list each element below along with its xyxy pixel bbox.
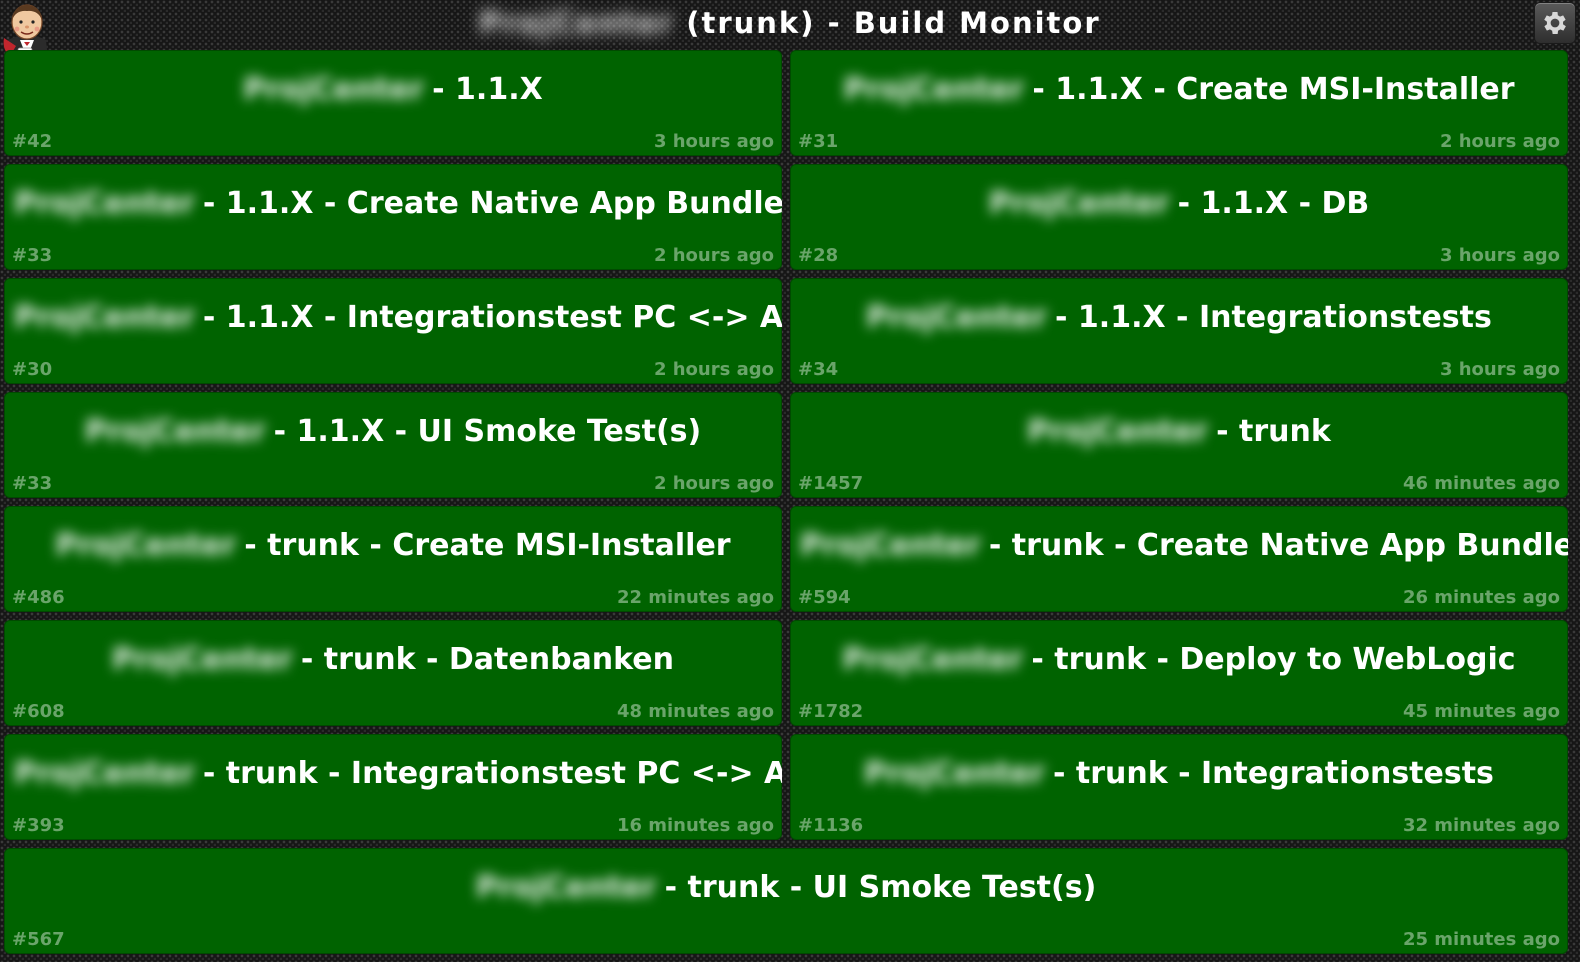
job-tile[interactable]: ProjCenter- trunk - Integrationstest PC … [4,734,782,840]
project-name-obscured: ProjCenter [475,870,657,905]
gear-icon [1544,12,1566,34]
build-time: 3 hours ago [653,131,774,152]
job-tile[interactable]: ProjCenter- trunk - Deploy to WebLogic #… [790,620,1568,726]
build-time: 26 minutes ago [1402,587,1560,608]
build-number[interactable]: #33 [12,245,53,266]
build-number[interactable]: #608 [12,701,65,722]
job-title: - 1.1.X - Create Native App Bundle [202,186,782,221]
job-title: - trunk - Create MSI-Installer [244,528,731,563]
header: ProjCenter (trunk) - Build Monitor [0,0,1580,60]
build-number[interactable]: #393 [12,815,65,836]
project-name-obscured: ProjCenter [864,756,1045,791]
job-tile[interactable]: ProjCenter- 1.1.X - Integrationstest PC … [4,278,782,384]
settings-button[interactable] [1534,2,1576,44]
build-number[interactable]: #567 [12,929,65,950]
job-tile[interactable]: ProjCenter- 1.1.X - Create MSI-Installer… [790,50,1568,156]
build-time: 16 minutes ago [616,815,774,836]
build-time: 46 minutes ago [1402,473,1560,494]
job-title: - trunk - Integrationstests [1052,756,1494,791]
project-name-obscured: ProjCenter [111,642,293,677]
job-title: - 1.1.X - Create MSI-Installer [1032,72,1515,107]
job-title: - trunk - Datenbanken [300,642,675,677]
build-time: 25 minutes ago [1402,929,1560,950]
build-number[interactable]: #33 [12,473,53,494]
job-tile[interactable]: ProjCenter- 1.1.X - Create Native App Bu… [4,164,782,270]
job-title: - trunk - Create Native App Bundle [988,528,1568,563]
job-tile[interactable]: ProjCenter- 1.1.X - Integrationstests #3… [790,278,1568,384]
job-title: - 1.1.X - UI Smoke Test(s) [273,414,702,449]
job-name: ProjCenter- trunk - Integrationstest PC … [14,754,782,794]
build-time: 2 hours ago [653,473,774,494]
project-name-obscured: ProjCenter [14,186,195,221]
project-name-obscured: ProjCenter [84,414,266,449]
job-title: - trunk - Deploy to WebLogic [1031,642,1516,677]
build-time: 48 minutes ago [616,701,774,722]
project-name-obscured: ProjCenter [800,528,981,563]
title-text: (trunk) - Build Monitor [686,6,1101,40]
build-time: 2 hours ago [1439,131,1560,152]
project-name-obscured: ProjCenter [14,300,195,335]
job-tile[interactable]: ProjCenter- trunk - Integrationstests #1… [790,734,1568,840]
job-name: ProjCenter- trunk - Create Native App Bu… [800,526,1568,566]
job-name: ProjCenter- 1.1.X [14,70,772,110]
job-title: - 1.1.X [432,72,543,107]
build-time: 32 minutes ago [1402,815,1560,836]
job-name: ProjCenter- 1.1.X - Create MSI-Installer [800,70,1558,110]
project-name-obscured: ProjCenter [243,72,425,107]
project-name-obscured: ProjCenter [14,756,195,791]
job-name: ProjCenter- trunk [800,412,1558,452]
job-tile[interactable]: ProjCenter- trunk - UI Smoke Test(s) #56… [4,848,1568,954]
project-name-obscured: ProjCenter [843,72,1025,107]
job-title: - 1.1.X - Integrationstest PC <-> AuD [202,300,782,335]
job-name: ProjCenter- trunk - Deploy to WebLogic [800,640,1558,680]
build-number[interactable]: #42 [12,131,53,152]
job-tile[interactable]: ProjCenter- trunk #1457 46 minutes ago [790,392,1568,498]
job-name: ProjCenter- trunk - UI Smoke Test(s) [14,868,1558,908]
build-time: 45 minutes ago [1402,701,1560,722]
job-grid: ProjCenter- 1.1.X #42 3 hours ago ProjCe… [4,50,1572,956]
job-name: ProjCenter- 1.1.X - DB [800,184,1558,224]
build-number[interactable]: #486 [12,587,65,608]
project-name-obscured: ProjCenter [55,528,237,563]
job-name: ProjCenter- trunk - Datenbanken [14,640,772,680]
job-name: ProjCenter- trunk - Create MSI-Installer [14,526,772,566]
build-number[interactable]: #28 [798,245,839,266]
project-name-obscured: ProjCenter [1027,414,1209,449]
build-number[interactable]: #1782 [798,701,864,722]
job-name: ProjCenter- 1.1.X - Create Native App Bu… [14,184,782,224]
job-tile[interactable]: ProjCenter- 1.1.X - UI Smoke Test(s) #33… [4,392,782,498]
job-name: ProjCenter- 1.1.X - Integrationstest PC … [14,298,782,338]
job-tile[interactable]: ProjCenter- 1.1.X - DB #28 3 hours ago [790,164,1568,270]
job-tile[interactable]: ProjCenter- trunk - Datenbanken #608 48 … [4,620,782,726]
job-tile[interactable]: ProjCenter- 1.1.X #42 3 hours ago [4,50,782,156]
job-title: - 1.1.X - Integrationstests [1055,300,1492,335]
build-time: 3 hours ago [1439,245,1560,266]
build-time: 3 hours ago [1439,359,1560,380]
job-title: - trunk - Integrationstest PC <-> AuD [202,756,782,791]
job-title: - 1.1.X - DB [1177,186,1370,221]
project-name-obscured: ProjCenter [479,6,675,40]
job-name: ProjCenter- trunk - Integrationstests [800,754,1558,794]
build-number[interactable]: #1136 [798,815,864,836]
build-number[interactable]: #31 [798,131,839,152]
project-name-obscured: ProjCenter [842,642,1024,677]
build-number[interactable]: #594 [798,587,851,608]
build-number[interactable]: #34 [798,359,839,380]
page-title: ProjCenter (trunk) - Build Monitor [0,5,1580,41]
job-title: - trunk [1216,414,1331,449]
build-number[interactable]: #30 [12,359,53,380]
project-name-obscured: ProjCenter [988,186,1170,221]
job-tile[interactable]: ProjCenter- trunk - Create MSI-Installer… [4,506,782,612]
build-time: 2 hours ago [653,359,774,380]
build-time: 22 minutes ago [616,587,774,608]
job-name: ProjCenter- 1.1.X - Integrationstests [800,298,1558,338]
job-tile[interactable]: ProjCenter- trunk - Create Native App Bu… [790,506,1568,612]
build-number[interactable]: #1457 [798,473,864,494]
project-name-obscured: ProjCenter [866,300,1048,335]
build-time: 2 hours ago [653,245,774,266]
job-title: - trunk - UI Smoke Test(s) [664,870,1097,905]
job-name: ProjCenter- 1.1.X - UI Smoke Test(s) [14,412,772,452]
